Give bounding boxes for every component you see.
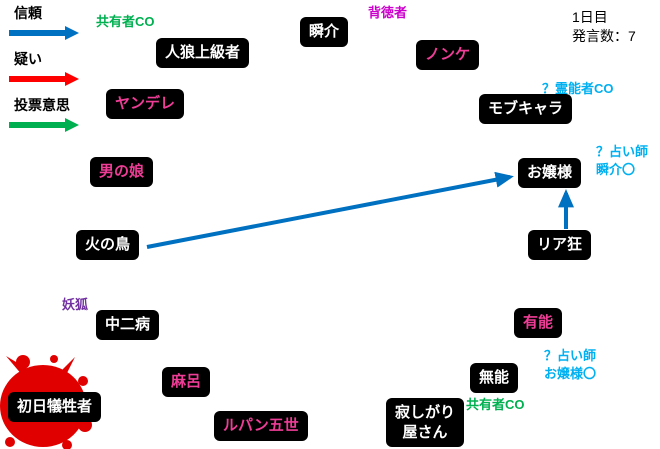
- player-name: 寂しがり: [395, 404, 456, 421]
- legend: 信頼疑い投票意思: [8, 4, 80, 142]
- player-name: リア狂: [537, 236, 583, 253]
- statement-count: 発言数：7: [572, 28, 636, 44]
- player-name: 初日犠牲者: [17, 398, 93, 415]
- role-annotation: 妖狐: [62, 297, 89, 312]
- day-label: 1日目: [572, 9, 608, 25]
- role-annotation: 共有者CO: [96, 14, 155, 29]
- player-name: 麻呂: [171, 373, 202, 390]
- player-name: 屋さん: [402, 423, 448, 441]
- legend-label: 投票意思: [14, 97, 70, 113]
- player-name: モブキャラ: [488, 100, 564, 117]
- player-node[interactable]: 有能: [514, 308, 563, 338]
- player-name: ノンケ: [425, 46, 471, 63]
- vote-arrow-icon: [8, 118, 80, 137]
- player-node[interactable]: お嬢様: [518, 158, 582, 188]
- player-name: 有能: [523, 314, 554, 331]
- legend-label: 信頼: [14, 5, 42, 21]
- player-node[interactable]: ヤンデレ: [106, 89, 185, 119]
- player-name: 無能: [479, 369, 510, 386]
- player-node[interactable]: 初日犠牲者: [8, 392, 102, 422]
- player-node[interactable]: 中二病: [96, 310, 160, 340]
- player-node[interactable]: 男の娘: [90, 157, 154, 187]
- player-name: 人狼上級者: [165, 44, 241, 61]
- role-annotation: ？霊能者CO: [542, 81, 614, 96]
- player-node[interactable]: 寂しがり屋さん: [386, 398, 465, 447]
- player-name: 中二病: [105, 316, 151, 333]
- player-node[interactable]: ノンケ: [416, 40, 480, 70]
- trust-arrow: [146, 171, 514, 249]
- player-name: 瞬介: [309, 23, 340, 40]
- role-annotation: 共有者CO: [466, 397, 525, 412]
- player-node[interactable]: 火の鳥: [76, 230, 140, 260]
- player-node[interactable]: 無能: [470, 363, 519, 393]
- player-node[interactable]: リア狂: [528, 230, 592, 260]
- player-name: ルパン五世: [223, 417, 299, 434]
- player-name: ヤンデレ: [115, 95, 176, 112]
- legend-label: 疑い: [14, 51, 42, 67]
- day-info: 1日目 発言数：7: [572, 8, 636, 46]
- player-name: 男の娘: [99, 163, 145, 180]
- player-node[interactable]: 瞬介: [300, 17, 349, 47]
- player-node[interactable]: 麻呂: [162, 367, 211, 397]
- trust-arrow-icon: [8, 26, 80, 45]
- player-node[interactable]: モブキャラ: [479, 94, 573, 124]
- player-node[interactable]: 人狼上級者: [156, 38, 250, 68]
- role-annotation: ？占い師お嬢様〇: [544, 348, 597, 382]
- player-node[interactable]: ルパン五世: [214, 411, 308, 441]
- player-name: 火の鳥: [85, 236, 131, 253]
- role-annotation: ？占い師瞬介〇: [596, 144, 649, 178]
- suspicion-arrow-icon: [8, 72, 80, 91]
- player-name: お嬢様: [527, 164, 573, 181]
- role-annotation: 背徳者: [368, 5, 408, 20]
